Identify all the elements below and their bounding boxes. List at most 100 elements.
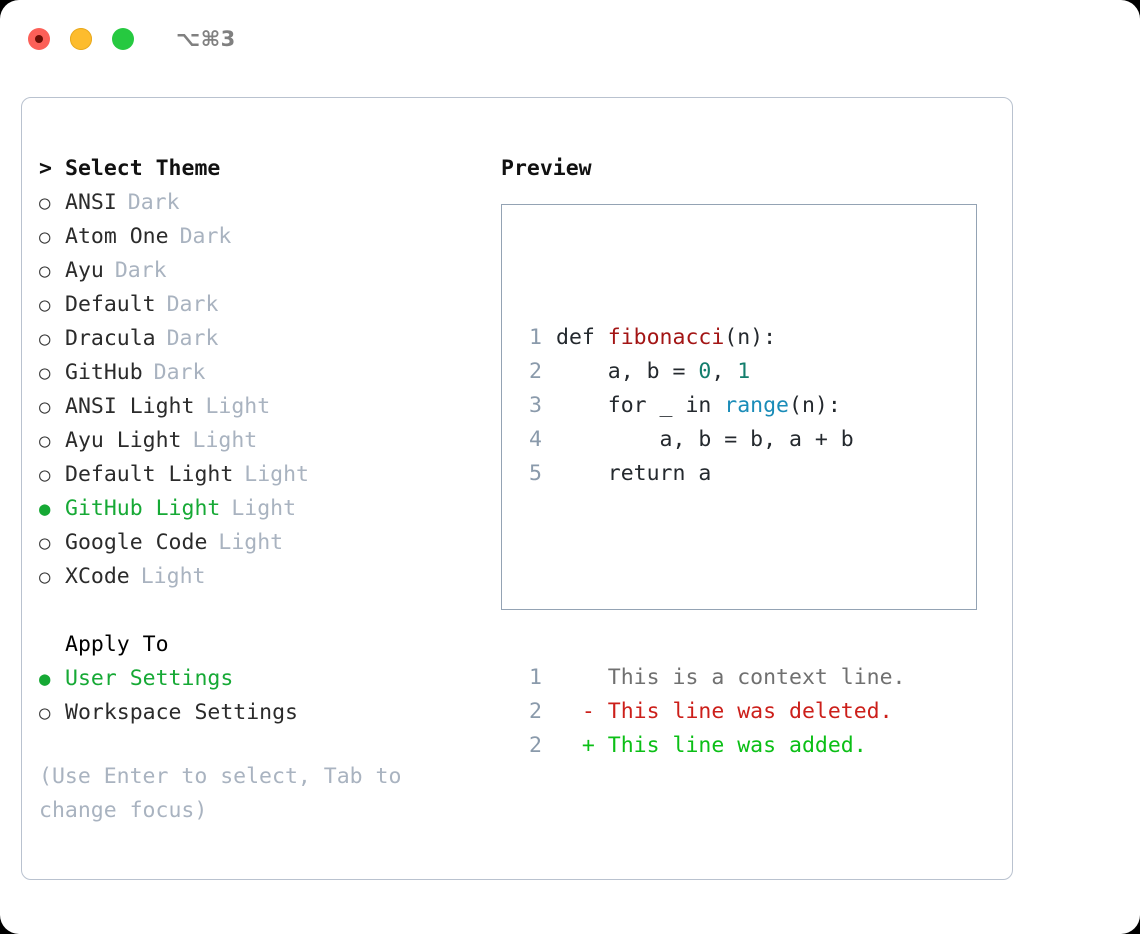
diff-text: This line was deleted.: [607, 699, 893, 724]
theme-option-tag: Dark: [153, 360, 206, 385]
theme-option-tag: Dark: [114, 258, 167, 283]
theme-option-tag: Dark: [166, 326, 219, 351]
theme-option-tag: Dark: [127, 190, 180, 215]
caret-icon: >: [39, 156, 52, 181]
radio-unselected-icon: ○: [39, 396, 51, 418]
diff-line-ctx: 1 This is a context line.: [516, 661, 906, 695]
code-blank-line: [516, 559, 906, 593]
title-bar: ⌥⌘3: [0, 0, 1140, 78]
keyboard-hint: (Use Enter to select, Tab to change focu…: [39, 764, 402, 823]
preview-title: Preview: [501, 156, 592, 181]
code-line: 5 return a: [516, 457, 906, 491]
theme-option-label: GitHub: [65, 360, 143, 385]
theme-option-xcode[interactable]: ○ XCode Light: [39, 560, 479, 594]
code-token-fn: fibonacci: [607, 325, 725, 350]
diff-sign: +: [556, 733, 608, 758]
radio-unselected-icon: ○: [39, 226, 51, 248]
diff-sign: [556, 665, 608, 690]
line-number: 3: [529, 393, 542, 418]
theme-option-tag: Dark: [179, 224, 232, 249]
radio-unselected-icon: ○: [39, 430, 51, 452]
code-line: 4 a, b = b, a + b: [516, 423, 906, 457]
code-token-plain: for _ in: [556, 393, 725, 418]
theme-option-google-code[interactable]: ○ Google Code Light: [39, 526, 479, 560]
section-spacer: [39, 594, 479, 628]
diff-sample: 1 This is a context line.2 - This line w…: [516, 661, 906, 763]
theme-option-label: GitHub Light: [65, 496, 221, 521]
radio-unselected-icon: ○: [39, 192, 51, 214]
theme-option-ansi-light[interactable]: ○ ANSI Light Light: [39, 390, 479, 424]
theme-option-label: Default Light: [65, 462, 234, 487]
apply-to-option-list: ●User Settings○Workspace Settings: [39, 662, 479, 730]
theme-option-label: Default: [65, 292, 156, 317]
diff-text: This is a context line.: [607, 665, 906, 690]
select-theme-title: Select Theme: [65, 156, 221, 181]
theme-option-tag: Light: [218, 530, 284, 555]
line-number: 1: [529, 325, 542, 350]
theme-option-default[interactable]: ○ Default Dark: [39, 288, 479, 322]
theme-option-github[interactable]: ○ GitHub Dark: [39, 356, 479, 390]
code-token-plain: def: [556, 325, 608, 350]
theme-option-tag: Light: [205, 394, 271, 419]
line-number: 5: [529, 461, 542, 486]
apply-option-label: User Settings: [65, 666, 234, 691]
theme-option-tag: Dark: [166, 292, 219, 317]
code-line: 2 a, b = 0, 1: [516, 355, 906, 389]
apply-to-title: Apply To: [65, 632, 169, 657]
diff-text: This line was added.: [607, 733, 867, 758]
line-number: 2: [529, 699, 542, 724]
radio-unselected-icon: ○: [39, 294, 51, 316]
radio-unselected-icon: ○: [39, 566, 51, 588]
line-number: 1: [529, 665, 542, 690]
radio-unselected-icon: ○: [39, 328, 51, 350]
select-theme-header: > Select Theme: [39, 152, 479, 186]
theme-option-label: ANSI: [65, 190, 117, 215]
theme-option-label: Google Code: [65, 530, 208, 555]
apply-option-user-settings[interactable]: ●User Settings: [39, 662, 479, 696]
window-controls: [28, 28, 134, 50]
theme-option-label: XCode: [65, 564, 130, 589]
code-token-plain: return a: [556, 461, 712, 486]
theme-option-default-light[interactable]: ○ Default Light Light: [39, 458, 479, 492]
maximize-button[interactable]: [112, 28, 134, 50]
code-line: 3 for _ in range(n):: [516, 389, 906, 423]
code-token-plain: a, b = b, a + b: [556, 427, 854, 452]
apply-to-header: Apply To: [39, 628, 479, 662]
line-number: 2: [529, 359, 542, 384]
diff-line-add: 2 + This line was added.: [516, 729, 906, 763]
code-token-plain: ,: [711, 359, 738, 384]
diff-sign: -: [556, 699, 608, 724]
theme-option-label: Ayu: [65, 258, 104, 283]
theme-option-ansi[interactable]: ○ ANSI Dark: [39, 186, 479, 220]
apply-option-workspace-settings[interactable]: ○Workspace Settings: [39, 696, 479, 730]
minimize-button[interactable]: [70, 28, 92, 50]
radio-selected-icon: ●: [39, 498, 51, 520]
theme-option-label: ANSI Light: [65, 394, 195, 419]
radio-unselected-icon: ○: [39, 464, 51, 486]
theme-option-tag: Light: [231, 496, 297, 521]
preview-section: Preview: [501, 152, 991, 186]
line-number: 4: [529, 427, 542, 452]
code-token-num: 0: [698, 359, 712, 384]
theme-option-github-light[interactable]: ● GitHub Light Light: [39, 492, 479, 526]
radio-unselected-icon: ○: [39, 532, 51, 554]
code-token-plain: (n):: [789, 393, 841, 418]
apply-option-label: Workspace Settings: [65, 700, 298, 725]
theme-option-tag: Light: [244, 462, 310, 487]
theme-option-tag: Light: [140, 564, 206, 589]
close-button[interactable]: [28, 28, 50, 50]
theme-option-label: Ayu Light: [65, 428, 182, 453]
radio-unselected-icon: ○: [39, 362, 51, 384]
diff-line-del: 2 - This line was deleted.: [516, 695, 906, 729]
code-token-plain: a, b =: [556, 359, 699, 384]
